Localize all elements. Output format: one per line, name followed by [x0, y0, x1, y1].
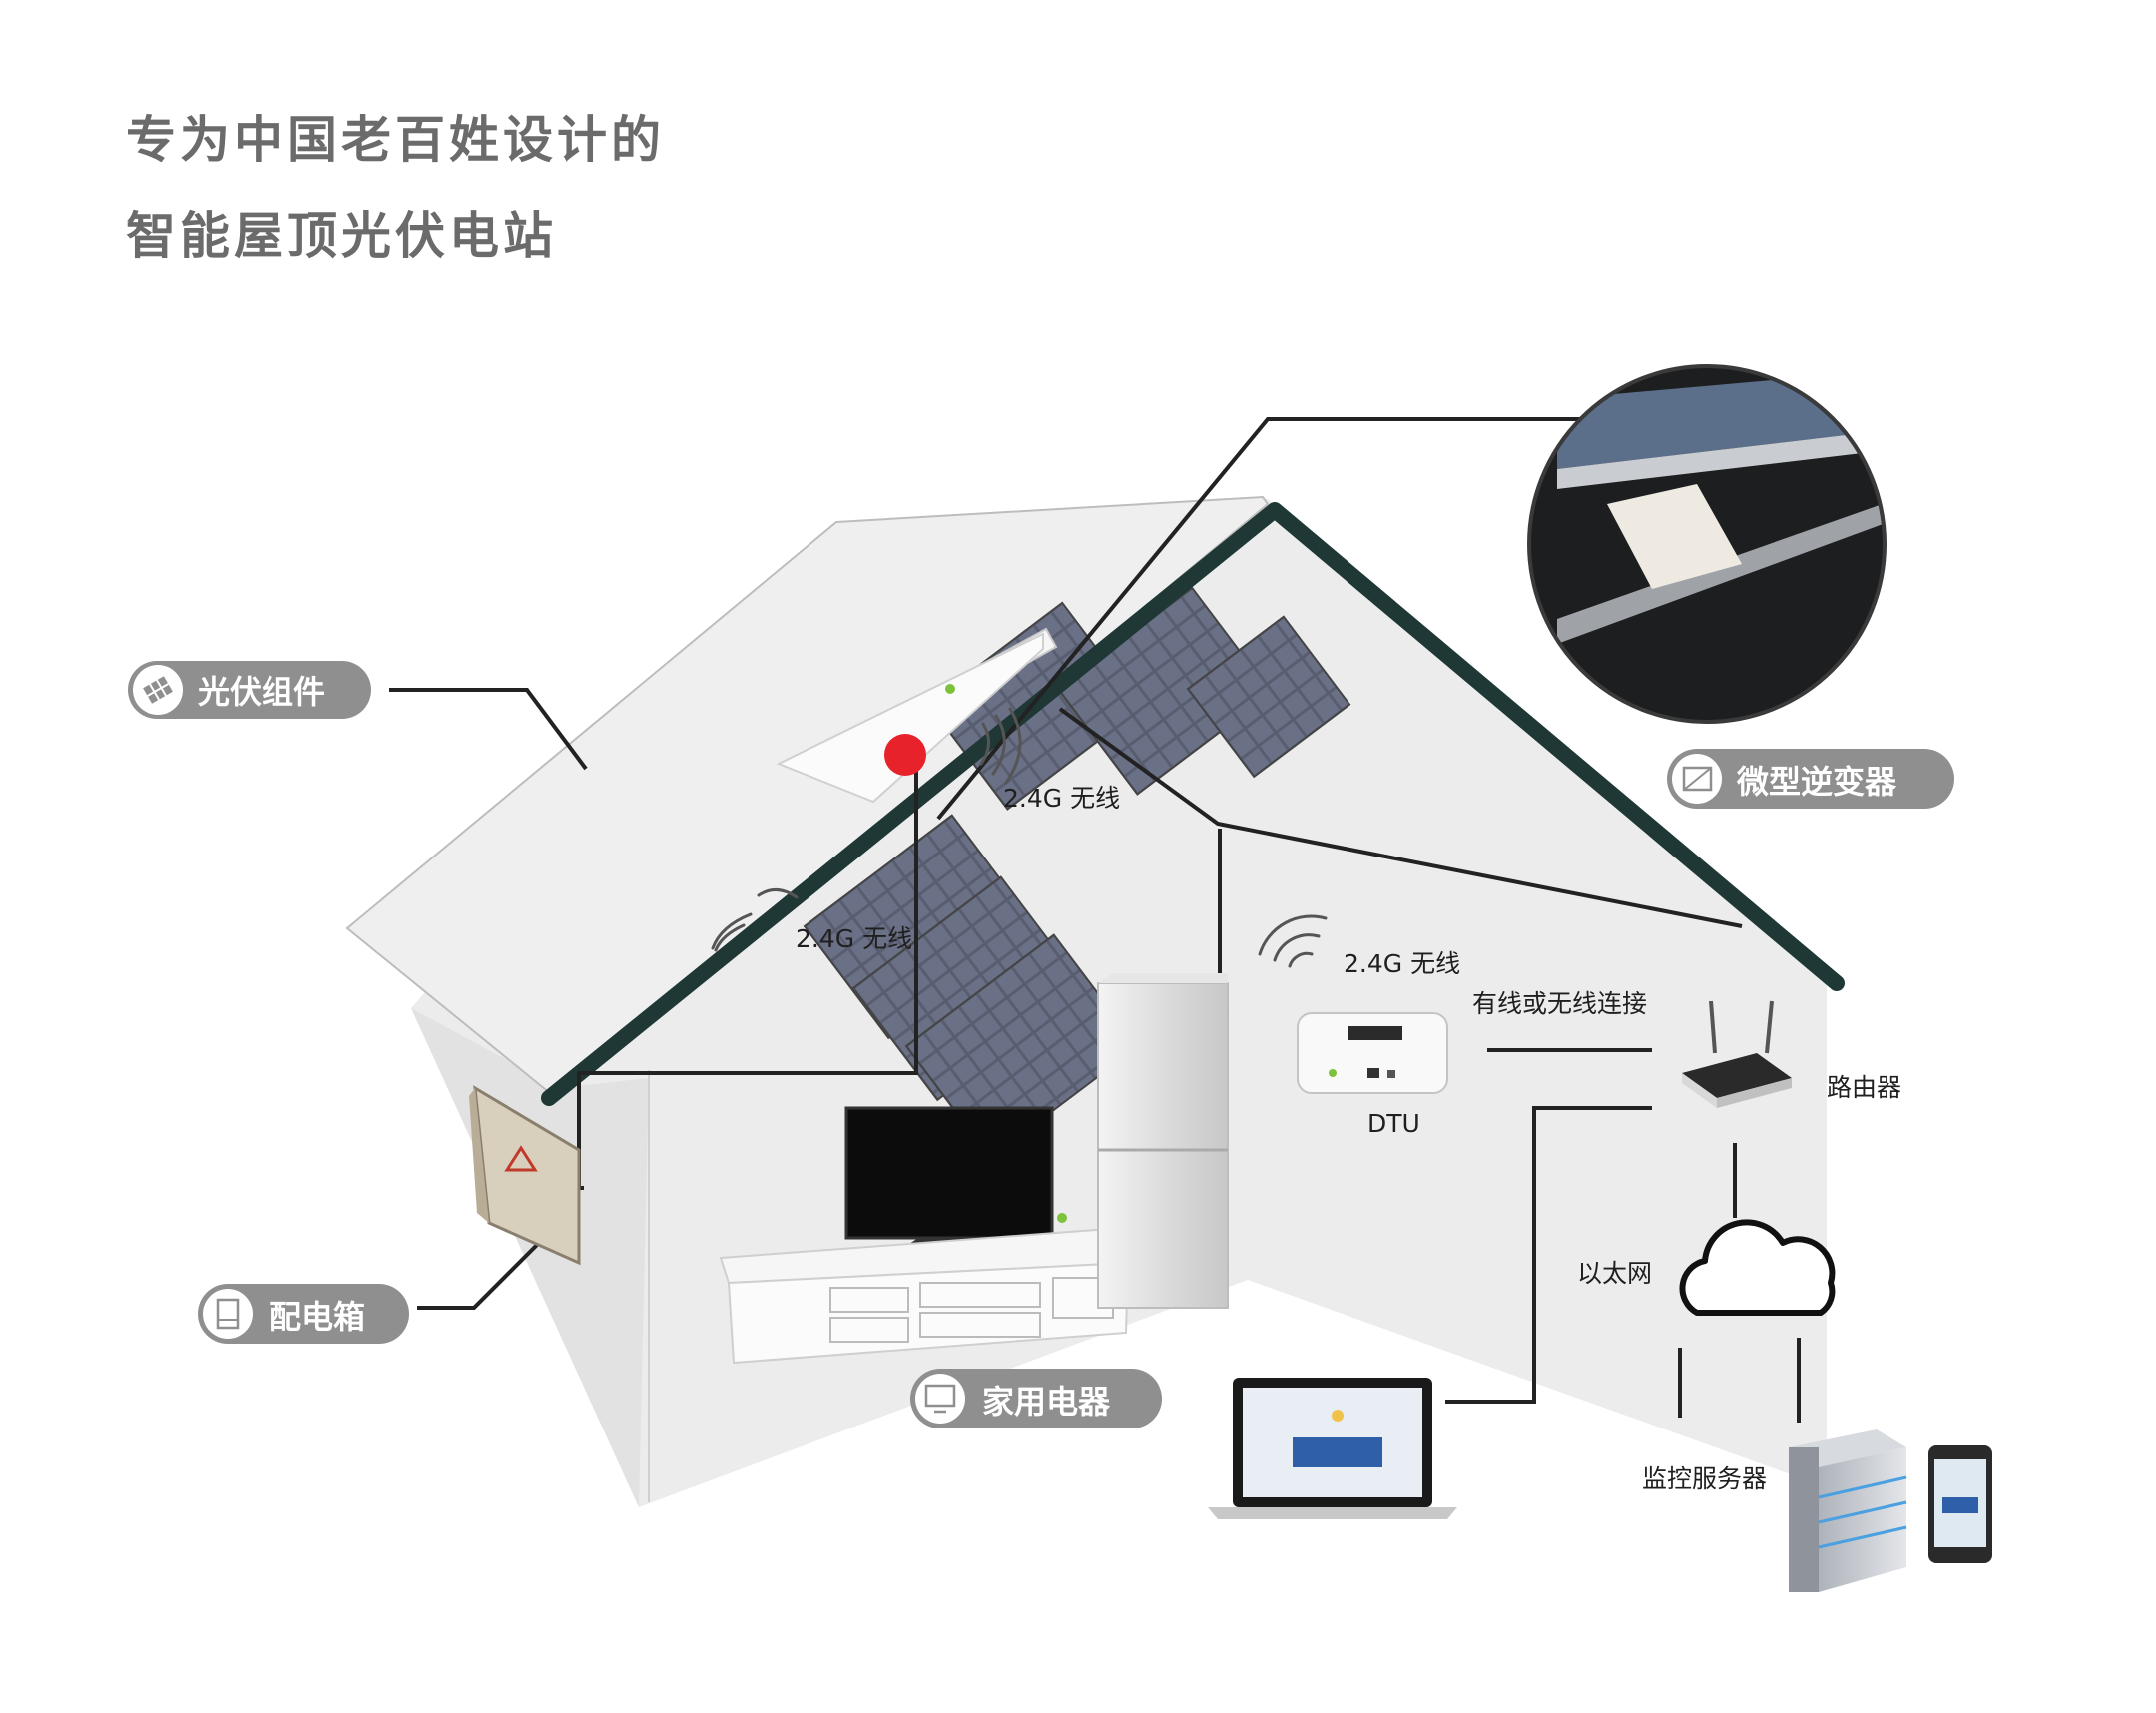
dtu-label: DTU — [1367, 1109, 1420, 1138]
router-label: 路由器 — [1827, 1073, 1901, 1102]
micro-inverter-photo — [1527, 364, 1886, 724]
smartphone — [1928, 1445, 1992, 1563]
inverter-icon — [1682, 766, 1713, 792]
wireless-wave-icon-dtu — [1258, 914, 1328, 968]
title-line-1: 专为中国老百姓设计的 — [126, 111, 665, 169]
dtu-device — [1297, 1012, 1448, 1094]
wireless-label-dtu: 2.4G 无线 — [1344, 949, 1460, 978]
distribution-box-icon — [216, 1298, 240, 1330]
connector-lines — [389, 417, 1801, 1423]
monitoring-server-label: 监控服务器 — [1642, 1464, 1767, 1493]
callout-micro-inverter: 微型逆变器 — [1667, 749, 1954, 809]
title-line-2: 智能屋顶光伏电站 — [126, 207, 557, 265]
callout-pv-modules: 光伏组件 — [128, 661, 371, 719]
roof-ridge — [541, 502, 1845, 1106]
green-status-dot-tv — [1057, 1213, 1067, 1223]
solar-panel-icon — [143, 676, 173, 704]
micro-inverter-on-roof — [776, 627, 1058, 804]
refrigerator — [1097, 973, 1229, 1309]
monitoring-server — [1789, 1429, 1907, 1592]
micro-inverter-label: 微型逆变器 — [1736, 763, 1897, 801]
green-status-dot-roof — [945, 684, 955, 694]
wireless-label-panel: 2.4G 无线 — [796, 924, 912, 953]
page-title: 专为中国老百姓设计的 智能屋顶光伏电站 — [126, 92, 665, 284]
distribution-box — [469, 1085, 581, 1266]
callout-home-appliances: 家用电器 — [910, 1369, 1162, 1428]
monitor-icon — [924, 1384, 956, 1414]
wired-or-wireless-label: 有线或无线连接 — [1472, 989, 1647, 1018]
ethernet-label: 以太网 — [1577, 1259, 1652, 1288]
wireless-label-roof: 2.4G 无线 — [1003, 784, 1120, 813]
television — [844, 1106, 1054, 1248]
home-appliances-label: 家用电器 — [982, 1383, 1111, 1421]
distribution-box-label: 配电箱 — [270, 1298, 365, 1336]
tv-cabinet — [719, 1226, 1130, 1393]
cloud-icon — [1679, 1219, 1836, 1316]
router — [1682, 1000, 1792, 1108]
wireless-wave-icon — [711, 707, 1022, 952]
laptop — [1208, 1378, 1457, 1519]
pv-modules-label: 光伏组件 — [198, 673, 325, 711]
red-status-dot — [884, 734, 926, 776]
callout-distribution-box: 配电箱 — [198, 1284, 409, 1344]
